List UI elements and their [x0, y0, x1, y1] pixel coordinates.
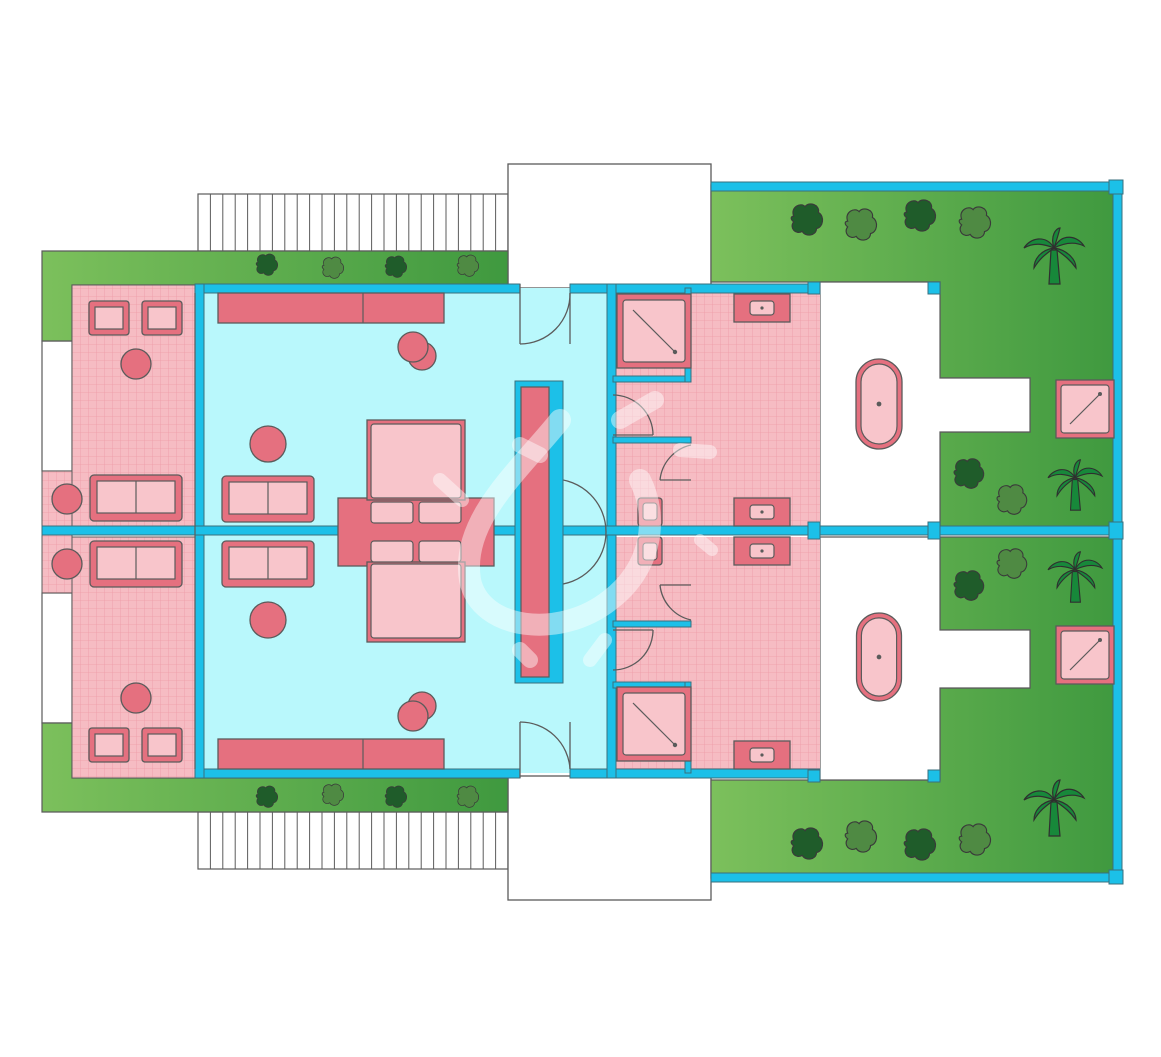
bedroom-furniture — [217, 292, 564, 770]
toilet-icon — [637, 497, 663, 527]
bathtub-icon — [855, 358, 903, 450]
sink-icon — [733, 293, 791, 323]
bathtub-icon — [855, 612, 903, 702]
shower-icon — [616, 293, 692, 369]
door-swing-icon — [659, 444, 692, 481]
sink-icon — [733, 497, 791, 527]
terrace-furniture — [51, 300, 183, 763]
entrance-top — [507, 163, 712, 289]
shower-icon — [616, 686, 692, 762]
bathroom-fixtures — [616, 293, 1115, 770]
wardrobe-top — [217, 292, 445, 324]
door-swing-icon — [519, 284, 571, 345]
stairs-left — [41, 340, 73, 724]
shower-icon — [1055, 379, 1115, 439]
watermark-logo — [433, 391, 718, 668]
bed-frame — [337, 497, 495, 567]
wardrobe-bottom — [217, 738, 445, 770]
stairs-bottom — [197, 811, 509, 870]
shower-icon — [1055, 625, 1115, 685]
stairs-top — [197, 193, 509, 252]
entrance-bottom — [507, 775, 712, 901]
sink-icon — [733, 740, 791, 770]
toilet-icon — [637, 536, 663, 566]
door-swing-icon — [519, 721, 571, 778]
doors — [519, 284, 692, 778]
sink-icon — [733, 536, 791, 566]
door-swing-icon — [612, 629, 654, 671]
door-swing-icon — [659, 584, 692, 621]
outdoor-bath-bottom — [819, 536, 1031, 781]
door-swing-icon — [612, 394, 654, 436]
